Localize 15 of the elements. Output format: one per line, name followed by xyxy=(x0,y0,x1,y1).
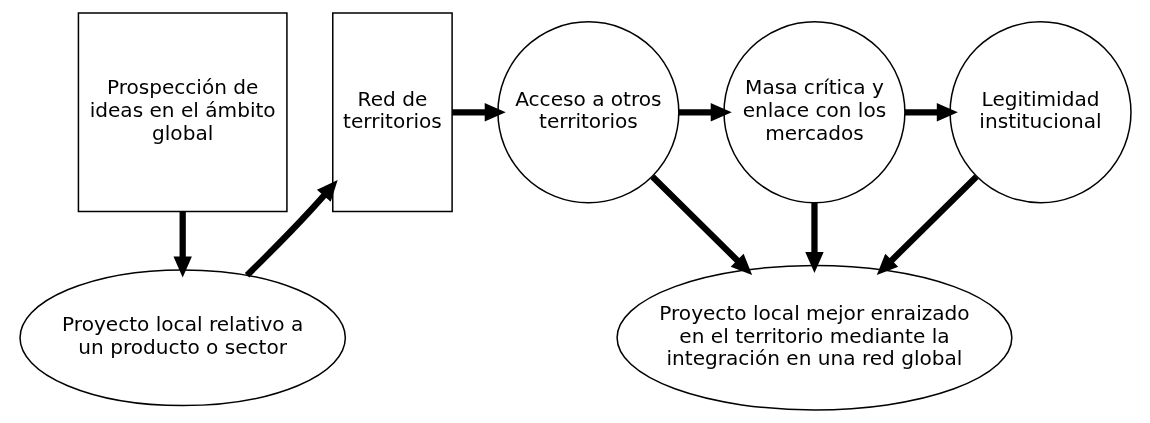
node-box: Red de territorios xyxy=(331,12,453,213)
arrow xyxy=(876,174,979,276)
node-circle: Acceso a otros territorios xyxy=(496,21,680,204)
arrow xyxy=(678,103,732,122)
arrow xyxy=(244,180,338,278)
arrow xyxy=(904,103,958,122)
arrow xyxy=(451,103,506,122)
node-ellipse: Proyecto local mejor enraizado en el territorio mediante la integración en una red global xyxy=(615,264,1013,411)
arrow xyxy=(649,174,752,276)
arrow xyxy=(172,211,192,278)
node-box: Prospección de ideas en el ámbito global xyxy=(77,12,288,213)
node-circle: Legitimidad institucional xyxy=(948,21,1132,204)
node-ellipse: Proyecto local relativo a un producto o sector xyxy=(18,269,346,407)
node-circle: Masa crítica y enlace con los mercados xyxy=(722,21,906,204)
arrow xyxy=(804,202,824,274)
